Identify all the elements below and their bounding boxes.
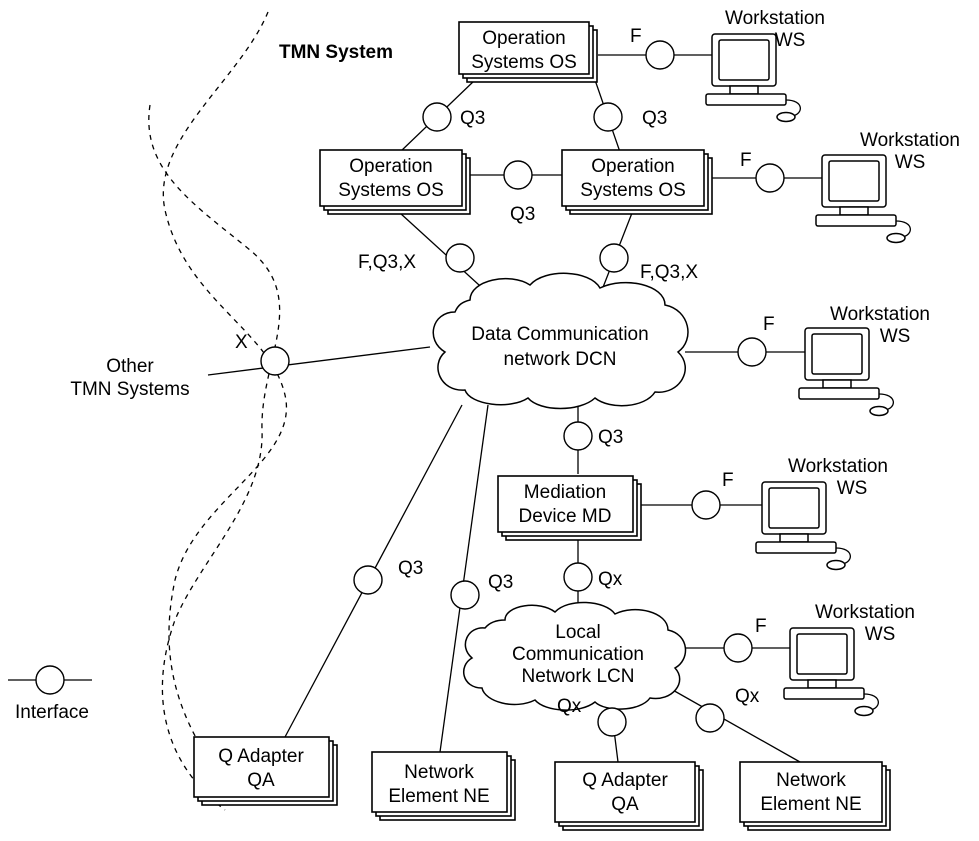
interface-circle: [599, 243, 629, 273]
node-label: Mediation: [524, 482, 606, 503]
other-systems-label: Other: [106, 356, 154, 377]
interface-label: F,Q3,X: [358, 252, 416, 273]
interface-circle: [445, 243, 475, 273]
node-label: QA: [247, 770, 275, 791]
interface-circle: [755, 163, 785, 193]
interface-label: F,Q3,X: [640, 262, 698, 283]
workstation-label: Workstation: [860, 130, 960, 151]
workstation-label: WS: [865, 624, 896, 645]
dcn-cloud: Data Communication network DCN: [432, 272, 689, 410]
legend-interface-icon: [35, 665, 65, 695]
workstation-3: Workstation WS: [798, 304, 930, 417]
node-label: QA: [611, 794, 639, 815]
node-label: network DCN: [504, 349, 617, 370]
workstation-2: Workstation WS: [815, 130, 960, 244]
interface-circle: [563, 562, 593, 592]
workstation-5: Workstation WS: [783, 602, 915, 717]
legend: Interface: [8, 665, 92, 723]
interface-circle: [597, 707, 627, 737]
interface-label: Qx: [735, 686, 760, 707]
interface-circle: [450, 580, 480, 610]
network-element-bottom: Network Element NE: [739, 761, 891, 831]
interface-label: F: [755, 616, 767, 637]
workstation-label: WS: [775, 30, 806, 51]
interface-label: Q3: [460, 108, 485, 129]
interface-label: Q3: [398, 558, 423, 579]
workstation-label: Workstation: [725, 8, 825, 29]
interface-circle: [353, 565, 383, 595]
lcn-cloud: Local Communication Network LCN: [462, 601, 687, 711]
node-label: Device MD: [519, 506, 612, 527]
interface-label: Qx: [598, 569, 623, 590]
workstation-label: Workstation: [788, 456, 888, 477]
node-label: Network: [776, 770, 846, 791]
interface-circle: [691, 490, 721, 520]
node-label: Systems OS: [338, 180, 444, 201]
workstation-1: Workstation WS: [705, 8, 825, 123]
node-label: Operation: [349, 156, 432, 177]
workstation-label: WS: [880, 326, 911, 347]
node-label: Network: [404, 762, 474, 783]
workstation-label: Workstation: [815, 602, 915, 623]
interface-label: Qx: [557, 696, 582, 717]
node-label: Operation: [482, 28, 565, 49]
node-label: Q Adapter: [582, 770, 668, 791]
interface-circle: [563, 421, 593, 451]
other-systems-label: TMN Systems: [70, 379, 189, 400]
workstation-label: WS: [895, 152, 926, 173]
interface-circle: [503, 160, 533, 190]
tmn-boundary-right: [148, 104, 281, 811]
node-label: Data Communication: [471, 324, 648, 345]
node-label: Systems OS: [580, 180, 686, 201]
operation-systems-right: Operation Systems OS: [561, 149, 713, 215]
node-label: Local: [555, 622, 600, 643]
interface-circle: [260, 346, 290, 376]
workstation-4: Workstation WS: [755, 456, 888, 571]
workstation-label: Workstation: [830, 304, 930, 325]
interface-labels: F Q3 Q3 Q3 F F,Q3,X F,Q3,X X F Q3 F Qx Q…: [235, 26, 775, 717]
operation-systems-left: Operation Systems OS: [319, 149, 471, 215]
legend-label: Interface: [15, 702, 89, 723]
interface-label: Q3: [510, 204, 535, 225]
q-adapter-bottom: Q Adapter QA: [554, 761, 704, 831]
workstation-label: WS: [837, 478, 868, 499]
interface-label: F: [763, 314, 775, 335]
interface-label: Q3: [598, 427, 623, 448]
node-label: Q Adapter: [218, 746, 304, 767]
operation-systems-top: Operation Systems OS: [458, 21, 598, 83]
mediation-device: Mediation Device MD: [497, 475, 642, 541]
node-label: Element NE: [760, 794, 861, 815]
interface-label: F: [722, 470, 734, 491]
tmn-boundary-left: [162, 11, 288, 801]
interface-circle: [645, 40, 675, 70]
interface-circle: [723, 633, 753, 663]
node-label: Systems OS: [471, 52, 577, 73]
node-label: Element NE: [388, 786, 489, 807]
interface-circle: [422, 102, 452, 132]
interface-label: Q3: [642, 108, 667, 129]
interface-circles: [260, 40, 785, 737]
interface-circle: [593, 102, 623, 132]
interface-label: Q3: [488, 572, 513, 593]
node-label: Communication: [512, 644, 644, 665]
node-label: Network LCN: [522, 666, 635, 687]
interface-label: F: [740, 150, 752, 171]
tmn-system-title: TMN System: [279, 42, 393, 63]
interface-label: F: [630, 26, 642, 47]
interface-circle: [737, 337, 767, 367]
q-adapter-left: Q Adapter QA: [193, 736, 338, 806]
network-element-left: Network Element NE: [371, 751, 516, 821]
node-label: Operation: [591, 156, 674, 177]
interface-circle: [695, 703, 725, 733]
interface-label: X: [235, 332, 248, 353]
